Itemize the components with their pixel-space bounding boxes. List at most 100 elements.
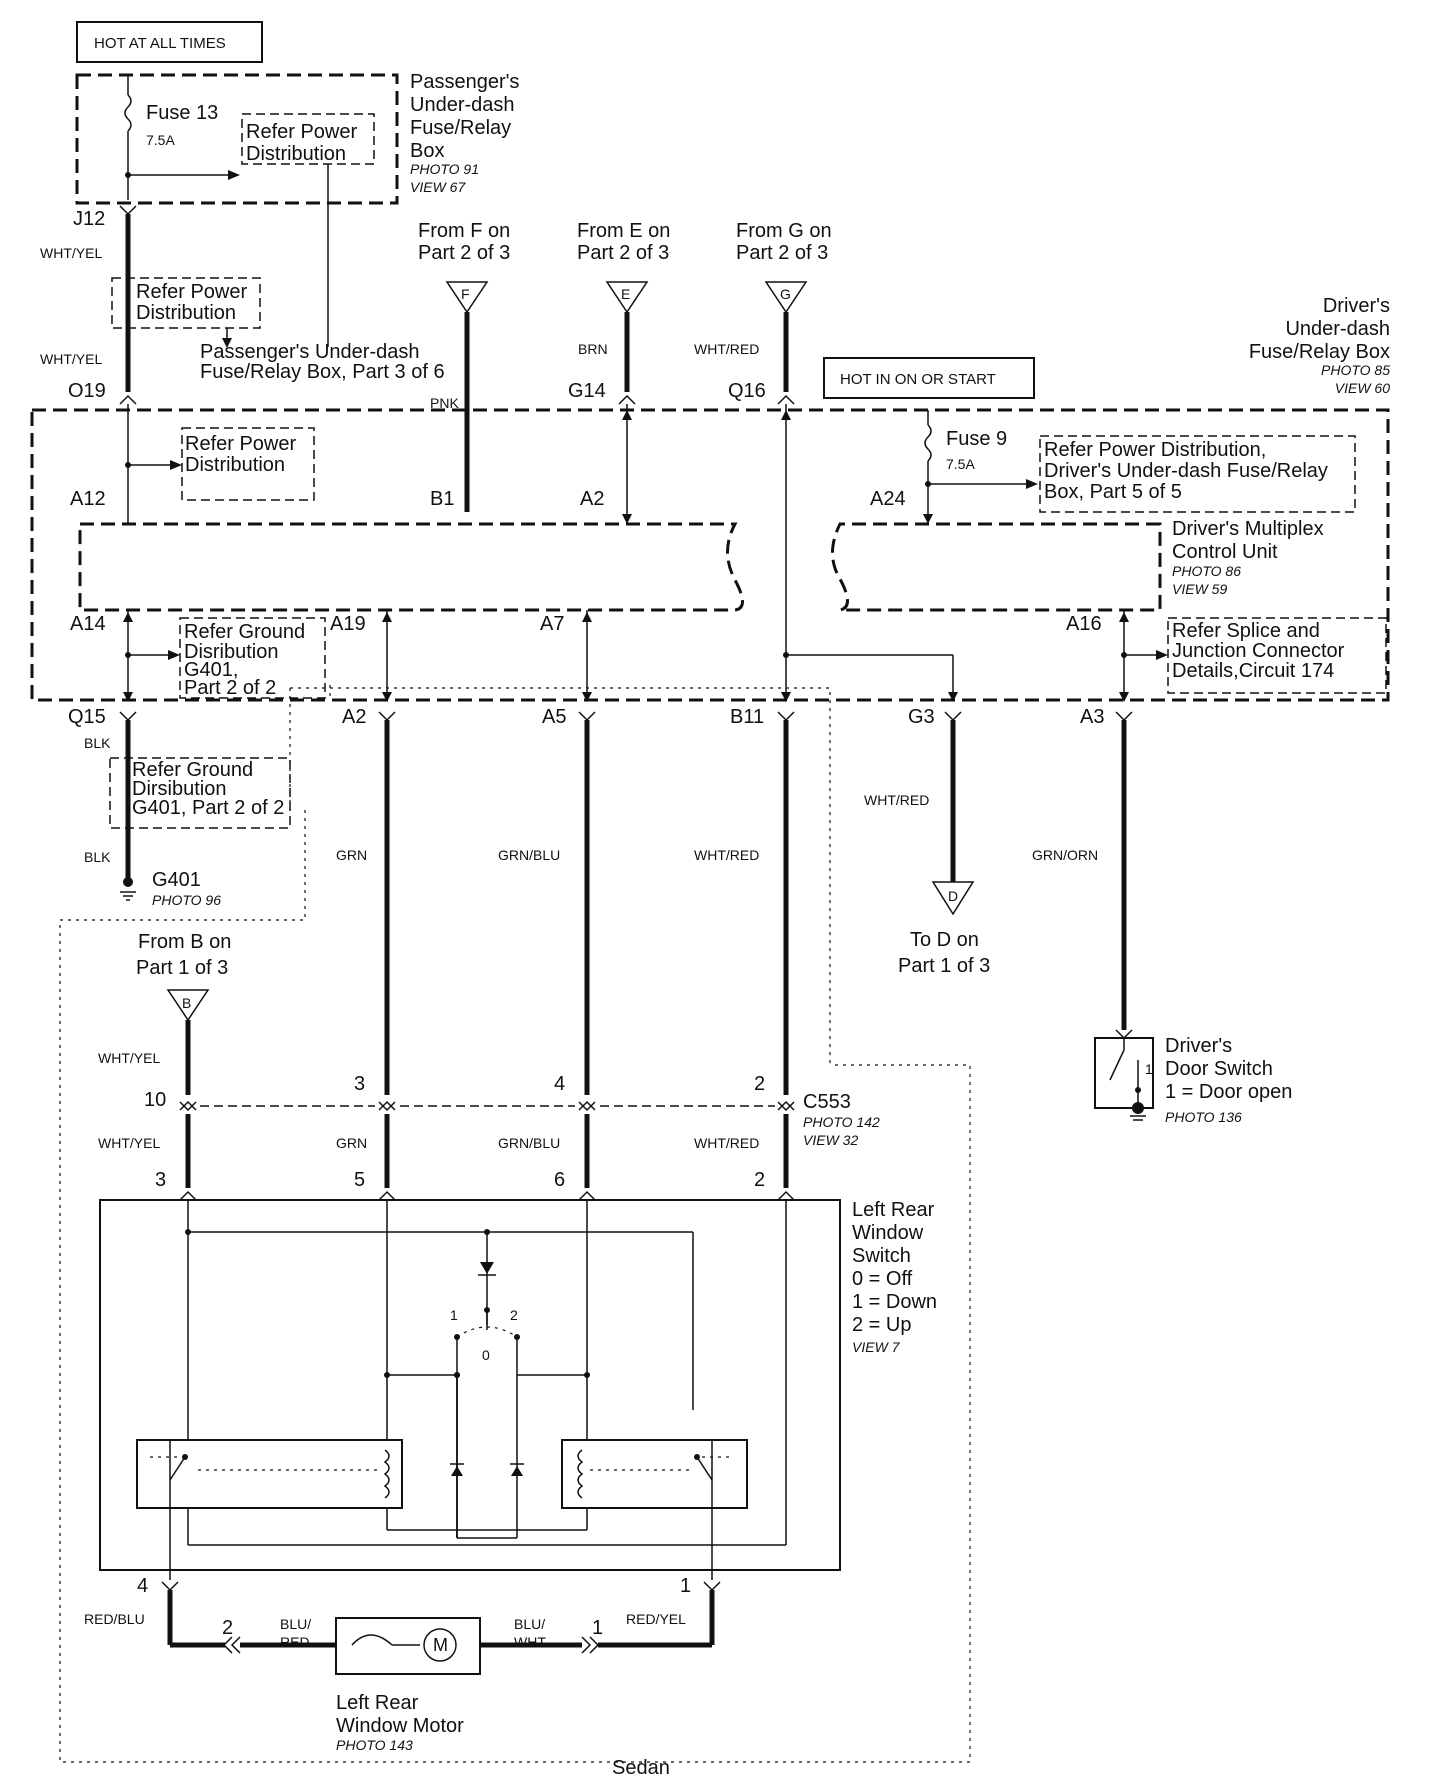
fuse-9-symbol	[924, 424, 932, 462]
switch-view: VIEW 7	[852, 1339, 901, 1355]
switch-name-1: Left Rear	[852, 1199, 935, 1221]
pin-g3: G3	[908, 706, 935, 728]
passenger-box-name-1: Passenger's	[410, 71, 519, 93]
connector-e-triangle	[605, 281, 649, 314]
mcu-name-2: Control Unit	[1172, 541, 1278, 563]
switch-pin-5: 5	[354, 1169, 365, 1191]
c553-pin-4: 4	[554, 1073, 565, 1095]
refer-splice-box	[1167, 617, 1387, 694]
ground-point	[123, 877, 133, 887]
passenger-box-name-3: Fuse/Relay	[410, 117, 511, 139]
sedan-label: Sedan	[612, 1757, 670, 1779]
switch-internal-wiring	[185, 1200, 787, 1546]
tri-b-label: B	[182, 995, 191, 1011]
wire-label-wht-yel-sw: WHT/YEL	[98, 1135, 160, 1151]
wire-label-blu-red-2: RED	[280, 1634, 310, 1650]
from-f-line1: From F on	[418, 220, 510, 242]
refer-ground-2-line1: Refer Ground	[132, 759, 253, 781]
wire-label-wht-red-top: WHT/RED	[694, 341, 759, 357]
door-ground-icon	[1130, 1115, 1146, 1121]
motor-photo: PHOTO 143	[336, 1737, 413, 1753]
pin-b11: B11	[730, 706, 764, 728]
pin-g14: G14	[568, 380, 606, 402]
tri-g-label: G	[780, 286, 791, 302]
c553-view: VIEW 32	[803, 1132, 858, 1148]
door-switch-photo: PHOTO 136	[1165, 1109, 1242, 1125]
fuse-9-label: Fuse 9	[946, 428, 1007, 450]
connector-chevrons-lower	[119, 711, 1133, 722]
pin-j12: J12	[73, 208, 105, 230]
switch-position-2: 2	[510, 1307, 518, 1323]
refer-ground-1-line2: Disribution	[184, 641, 278, 663]
refer-ground-2-line3: G401, Part 2 of 2	[132, 797, 284, 819]
hot-in-on-label-box	[823, 357, 1035, 399]
pin-a16: A16	[1066, 613, 1102, 635]
multiplex-control-unit-left	[78, 522, 744, 612]
from-g-line2: Part 2 of 3	[736, 242, 828, 264]
wire-label-grn-blu: GRN/BLU	[498, 847, 560, 863]
pin-a24: A24	[870, 488, 906, 510]
motor-connector-chevrons	[222, 1636, 600, 1654]
wire-label-blk-1: BLK	[84, 735, 111, 751]
refer-power-line1: Refer Power	[246, 121, 357, 143]
hot-in-on-label: HOT IN ON OR START	[840, 371, 996, 388]
motor-pin-1: 1	[592, 1617, 603, 1639]
motor-name-1: Left Rear	[336, 1692, 419, 1714]
wire-label-brn: BRN	[578, 341, 608, 357]
wire-label-wht-red-mid: WHT/RED	[694, 847, 759, 863]
wire-label-grn: GRN	[336, 847, 367, 863]
passenger-box-name-2: Under-dash	[410, 94, 515, 116]
wire-label-red-blu: RED/BLU	[84, 1611, 145, 1627]
c553-pin-10: 10	[144, 1089, 166, 1111]
door-switch-name-1: Driver's	[1165, 1035, 1232, 1057]
wire-label-blu-red-1: BLU/	[280, 1616, 311, 1632]
refer-power-2-line1: Refer Power	[136, 281, 247, 303]
switch-position-0: 0	[482, 1347, 490, 1363]
tri-d-label: D	[948, 888, 958, 904]
hot-at-all-times-label-box	[76, 21, 263, 63]
c553-name: C553	[803, 1091, 851, 1113]
wire-label-red-yel: RED/YEL	[626, 1611, 686, 1627]
c553-pin-2: 2	[754, 1073, 765, 1095]
passenger-box-view: VIEW 67	[410, 179, 466, 195]
switch-pin-6: 6	[554, 1169, 565, 1191]
connector-b-triangle	[166, 989, 210, 1022]
refer-ground-box-1	[179, 617, 326, 699]
pin-a12: A12	[70, 488, 106, 510]
switch-name-3: Switch	[852, 1245, 911, 1267]
wire-label-wht-yel-b: WHT/YEL	[98, 1050, 160, 1066]
motor-icon	[423, 1628, 457, 1662]
connector-g-triangle	[764, 281, 808, 314]
refer-power-3-line2: Distribution	[185, 454, 285, 476]
wire-label-grn-orn: GRN/ORN	[1032, 847, 1098, 863]
tri-f-label: F	[461, 286, 470, 302]
pin-a14: A14	[70, 613, 106, 635]
wire-label-wht-yel-1: WHT/YEL	[40, 245, 102, 261]
c553-pin-3: 3	[354, 1073, 365, 1095]
refer-power-3-line1: Refer Power	[185, 433, 296, 455]
window-motor-box	[335, 1617, 481, 1675]
to-d-line2: Part 1 of 3	[898, 955, 990, 977]
refer-power-box-3	[181, 427, 315, 501]
door-switch-name-3: 1 = Door open	[1165, 1081, 1292, 1103]
passenger-part3-line2: Fuse/Relay Box, Part 3 of 6	[200, 361, 445, 383]
switch-pos-off: 0 = Off	[852, 1268, 913, 1290]
pin-a5: A5	[542, 706, 566, 728]
pin-a2-top: A2	[580, 488, 604, 510]
relay-right	[561, 1439, 748, 1580]
wire-label-wht-red-g3: WHT/RED	[864, 792, 929, 808]
refer-ground-1-line1: Refer Ground	[184, 621, 305, 643]
passenger-fuse-box-outline	[75, 73, 399, 205]
switch-pos-down: 1 = Down	[852, 1291, 937, 1313]
motor-name-2: Window Motor	[336, 1715, 464, 1737]
switch-pos-up: 2 = Up	[852, 1314, 911, 1336]
switch-name-2: Window	[852, 1222, 924, 1244]
fuse-13-amps: 7.5A	[146, 132, 175, 148]
refer-power-2-line2: Distribution	[136, 302, 236, 324]
switch-out-pin-4: 4	[137, 1575, 148, 1597]
switch-input-chevrons	[179, 1190, 795, 1201]
to-d-line1: To D on	[910, 929, 979, 951]
refer-ground-2-line2: Dirsibution	[132, 778, 226, 800]
multiplex-control-unit-right	[831, 522, 1162, 612]
